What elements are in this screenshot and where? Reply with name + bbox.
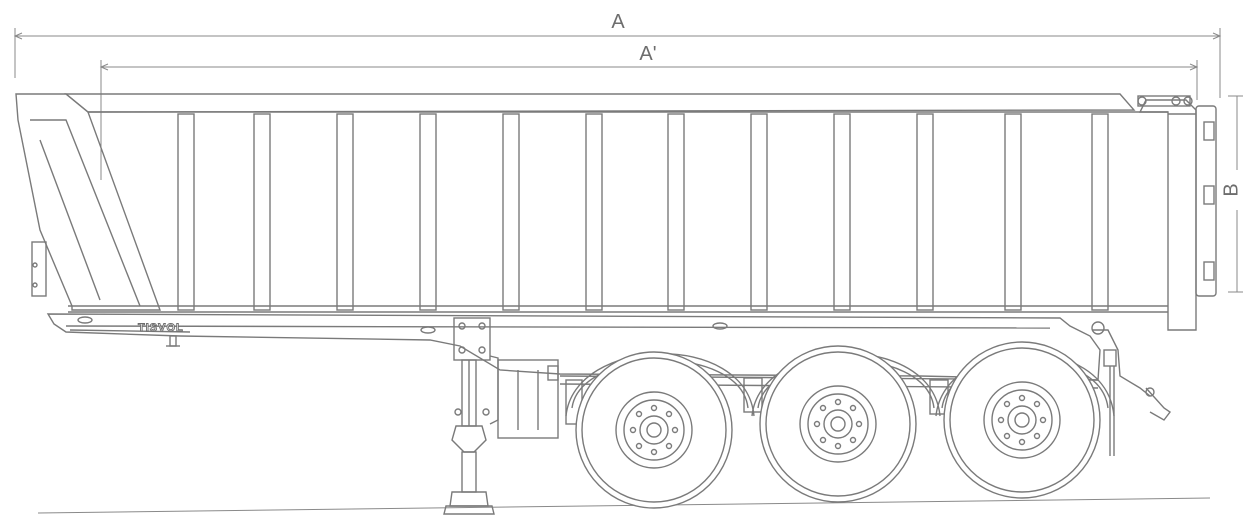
dimension-b-label: B bbox=[1220, 183, 1242, 196]
wheel-axle-3 bbox=[935, 341, 1115, 499]
wheel-axle-1 bbox=[565, 351, 755, 509]
dimension-a-prime: A' bbox=[99, 43, 1199, 180]
brand-logo: TISVOL bbox=[138, 322, 184, 334]
dimension-a: A bbox=[13, 11, 1222, 98]
body-ribs bbox=[177, 113, 1109, 311]
storage-box bbox=[497, 359, 559, 439]
ground-line bbox=[37, 497, 1211, 514]
chassis: TISVOL bbox=[46, 313, 1172, 456]
dimension-a-label: A bbox=[611, 11, 625, 33]
wheel-axle-2 bbox=[751, 345, 941, 503]
dimension-b: B bbox=[1220, 95, 1243, 293]
tipper-body bbox=[15, 93, 1217, 331]
dimension-a-prime-label: A' bbox=[639, 43, 656, 65]
landing-gear bbox=[443, 317, 499, 515]
rear-hinge bbox=[1137, 95, 1193, 107]
